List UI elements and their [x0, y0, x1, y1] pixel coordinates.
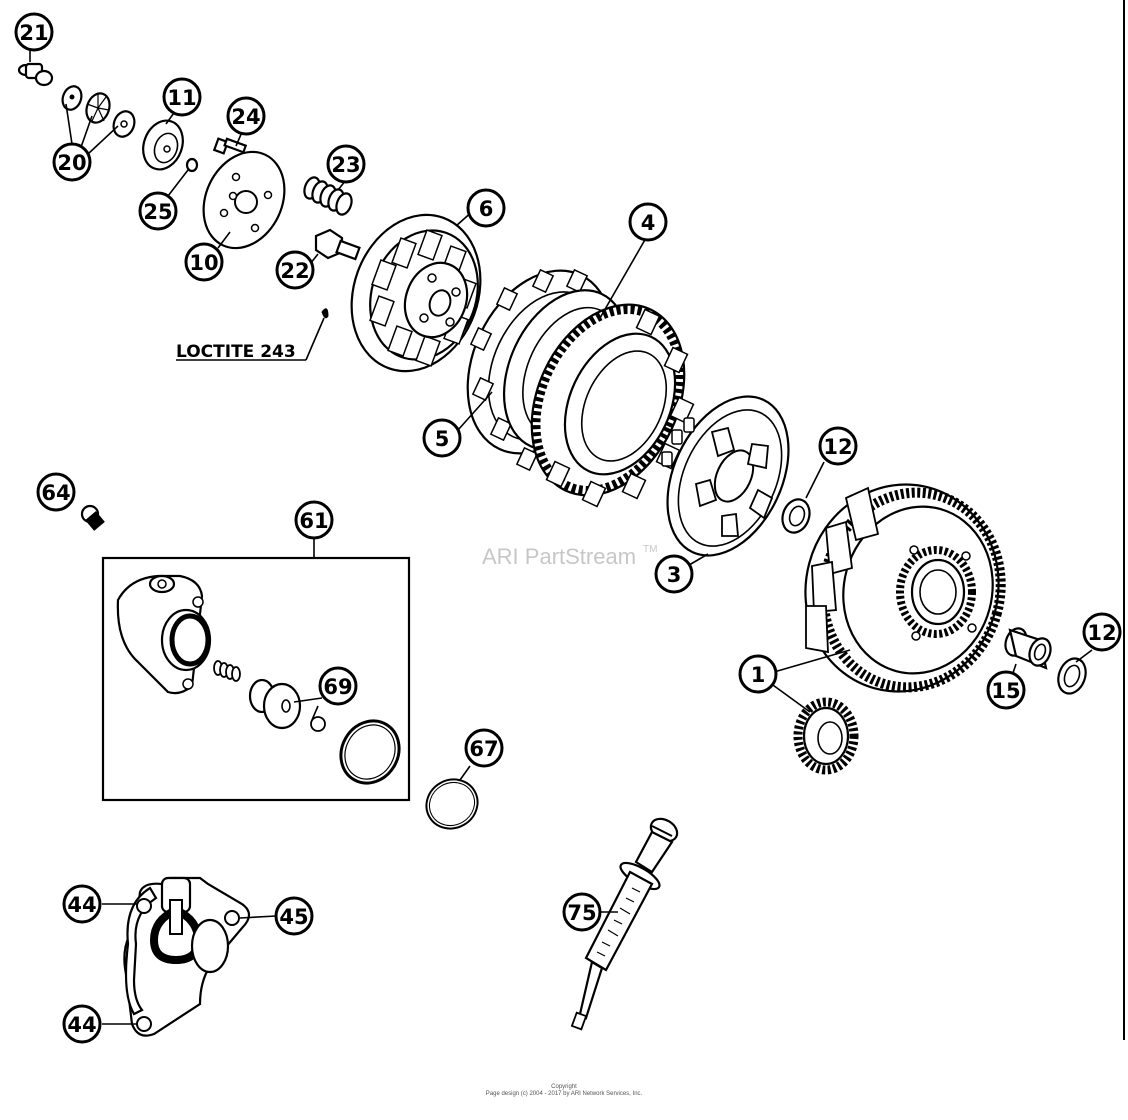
- part-67-o-ring[interactable]: [417, 770, 486, 838]
- callout-75-label: 75: [567, 901, 596, 925]
- watermark-trademark: TM: [643, 544, 657, 555]
- callout-44a-label: 44: [67, 893, 96, 917]
- part-1-primary-gear[interactable]: [793, 697, 859, 775]
- callout-21[interactable]: 21: [14, 12, 54, 52]
- part-12-thrust-washer[interactable]: [778, 496, 814, 537]
- part-24-screw[interactable]: [212, 137, 248, 155]
- callout-4[interactable]: 4: [628, 202, 668, 242]
- part-6-clutch-hub[interactable]: [330, 197, 501, 390]
- callout-61[interactable]: 61: [294, 500, 334, 540]
- part-1-clutch-basket[interactable]: [782, 463, 1022, 714]
- callout-1[interactable]: 1: [738, 654, 778, 694]
- callout-23-label: 23: [331, 153, 360, 177]
- part-25-small-ring[interactable]: [185, 157, 199, 173]
- callout-10[interactable]: 10: [184, 242, 224, 282]
- callout-3-label: 3: [667, 563, 682, 587]
- callout-24-label: 24: [231, 105, 260, 129]
- part-23-spring[interactable]: [302, 175, 355, 216]
- callout-22[interactable]: 22: [275, 250, 315, 290]
- callout-20[interactable]: 20: [52, 142, 92, 182]
- callout-67[interactable]: 67: [464, 728, 504, 768]
- part-21-bleed-screw[interactable]: [17, 62, 54, 87]
- loctite-label: LOCTITE 243: [176, 342, 296, 362]
- part-22-bolt[interactable]: [314, 228, 361, 319]
- callout-44a[interactable]: 44: [62, 884, 102, 924]
- part-3-pressure-plate[interactable]: [644, 377, 813, 575]
- callout-5-label: 5: [435, 427, 450, 451]
- callout-22-label: 22: [280, 259, 309, 283]
- callout-20-label: 20: [57, 151, 86, 175]
- footer-line-2: Page design (c) 2004 - 2017 by ARI Netwo…: [485, 1091, 643, 1097]
- footer-copyright: Copyright Page design (c) 2004 - 2017 by…: [0, 1084, 1128, 1098]
- callout-64-label: 64: [41, 481, 70, 505]
- part-12-washer-outer[interactable]: [1054, 655, 1091, 698]
- callout-25-label: 25: [143, 200, 172, 224]
- watermark: ARI PartStream TM: [482, 544, 657, 569]
- callout-6[interactable]: 6: [466, 188, 506, 228]
- part-20-washers[interactable]: [59, 84, 137, 140]
- callout-1-label: 1: [751, 663, 766, 687]
- callout-21-label: 21: [19, 21, 48, 45]
- part-15-bushing[interactable]: [1002, 625, 1054, 670]
- callout-25[interactable]: 25: [138, 191, 178, 231]
- callout-12b[interactable]: 12: [1082, 612, 1122, 652]
- callout-12a-label: 12: [823, 435, 852, 459]
- callout-15-label: 15: [991, 679, 1020, 703]
- callout-5[interactable]: 5: [422, 418, 462, 458]
- callout-11-label: 11: [167, 86, 196, 110]
- callout-12a[interactable]: 12: [818, 426, 858, 466]
- loctite-note: LOCTITE 243: [176, 317, 325, 362]
- callout-64[interactable]: 64: [36, 472, 76, 512]
- callout-44b[interactable]: 44: [62, 1004, 102, 1044]
- callout-3[interactable]: 3: [654, 554, 694, 594]
- callout-45[interactable]: 45: [274, 896, 314, 936]
- part-45-cylinder-cover[interactable]: [123, 876, 251, 1037]
- callout-69-label: 69: [323, 675, 352, 699]
- part-75-grease-syringe[interactable]: [570, 814, 681, 1031]
- part-4-clutch-disc-pack[interactable]: [502, 280, 713, 520]
- callout-10-label: 10: [189, 251, 218, 275]
- callout-69[interactable]: 69: [318, 666, 358, 706]
- part-64-screw[interactable]: [80, 504, 105, 531]
- callout-4-label: 4: [641, 211, 656, 235]
- callout-23[interactable]: 23: [326, 144, 366, 184]
- callout-75[interactable]: 75: [562, 892, 602, 932]
- callout-61-label: 61: [299, 509, 328, 533]
- callout-44b-label: 44: [67, 1013, 96, 1037]
- part-10-plate[interactable]: [188, 139, 299, 262]
- callout-12b-label: 12: [1087, 621, 1116, 645]
- footer-line-1: Copyright: [551, 1084, 577, 1090]
- callout-67-label: 67: [469, 737, 498, 761]
- callout-24[interactable]: 24: [226, 96, 266, 136]
- callout-45-label: 45: [279, 905, 308, 929]
- part-61-slave-cylinder-kit[interactable]: [101, 537, 411, 802]
- callout-6-label: 6: [479, 197, 494, 221]
- callout-15[interactable]: 15: [986, 670, 1026, 710]
- watermark-text: ARI PartStream: [482, 544, 636, 569]
- callout-11[interactable]: 11: [162, 77, 202, 117]
- part-11-cap[interactable]: [137, 115, 190, 175]
